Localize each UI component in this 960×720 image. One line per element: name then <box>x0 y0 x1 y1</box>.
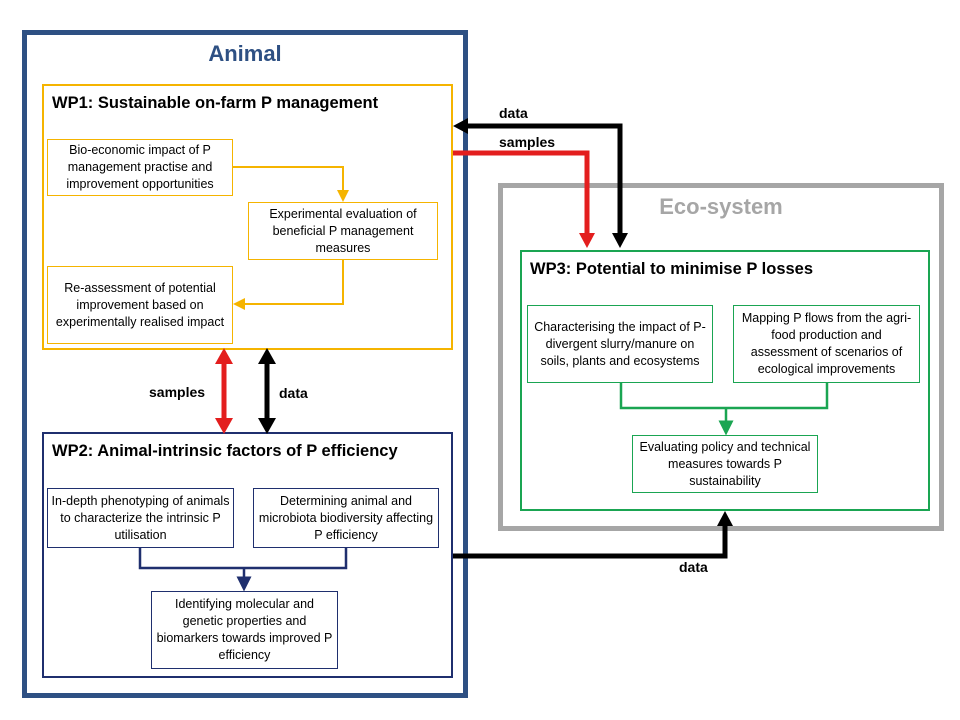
wp1-box-experimental-evaluation: Experimental evaluation of beneficial P … <box>248 202 438 260</box>
wp1-connector-2 <box>233 260 344 310</box>
data-arrow-wp2-to-eco <box>453 511 733 559</box>
wp3-box-policy-measures: Evaluating policy and technical measures… <box>632 435 818 493</box>
wp2-title: WP2: Animal-intrinsic factors of P effic… <box>52 442 398 460</box>
label-data-top: data <box>499 105 528 121</box>
label-samples-mid: samples <box>149 384 206 400</box>
wp3-title: WP3: Potential to minimise P losses <box>530 260 814 278</box>
samples-arrow-wp1-wp2 <box>215 348 233 434</box>
wp2-box-phenotyping: In-depth phenotyping of animals to chara… <box>47 488 234 548</box>
wp1-title: WP1: Sustainable on-farm P management <box>52 94 379 112</box>
wp2-box-biodiversity: Determining animal and microbiota biodiv… <box>253 488 439 548</box>
label-data-bottom: data <box>679 559 708 575</box>
label-samples-top: samples <box>499 134 556 150</box>
wp1-box-bio-economic: Bio-economic impact of P management prac… <box>47 139 233 196</box>
samples-arrow-wp1-to-wp3 <box>453 150 595 248</box>
label-data-mid: data <box>279 385 308 401</box>
wp3-connector <box>619 383 829 428</box>
ecosystem-title: Eco-system <box>659 194 783 219</box>
wp1-box-re-assessment: Re-assessment of potential improvement b… <box>47 266 233 344</box>
animal-frame: Animal <box>22 30 468 698</box>
data-arrow-wp3-to-wp1 <box>453 118 628 248</box>
wp2-connector <box>138 548 348 584</box>
wp3-box-slurry-impact: Characterising the impact of P-divergent… <box>527 305 713 383</box>
wp1-connector-1 <box>233 166 349 202</box>
wp3-box-mapping-flows: Mapping P flows from the agri-food produ… <box>733 305 920 383</box>
ecosystem-frame: Eco-system <box>498 183 944 531</box>
wp2-box-biomarkers: Identifying molecular and genetic proper… <box>151 591 338 669</box>
animal-title: Animal <box>208 41 282 66</box>
data-arrow-wp1-wp2 <box>258 348 276 434</box>
